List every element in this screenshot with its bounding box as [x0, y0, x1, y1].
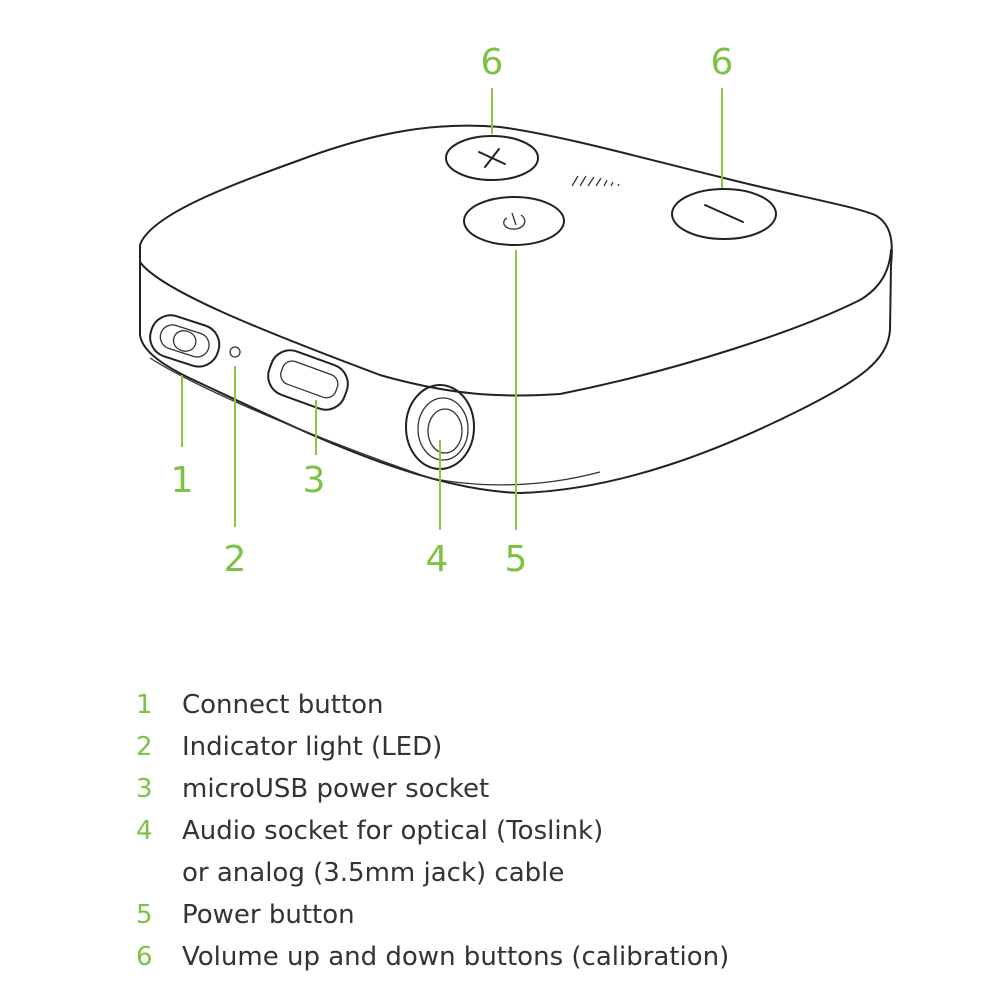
legend-item: 3 microUSB power socket: [136, 768, 729, 810]
power-button[interactable]: [463, 196, 565, 246]
legend-item: 2 Indicator light (LED): [136, 726, 729, 768]
callout-volume-down: 6: [711, 42, 734, 83]
legend-item: 5 Power button: [136, 894, 729, 936]
connect-button[interactable]: [145, 310, 225, 372]
legend-number: 5: [136, 900, 153, 930]
legend-number: 6: [136, 942, 153, 972]
legend-text: microUSB power socket: [182, 774, 490, 804]
leader-lines: [181, 88, 723, 530]
legend-number: 4: [136, 816, 153, 846]
callout-power: 5: [505, 539, 528, 580]
volume-up-button[interactable]: [445, 135, 539, 181]
microusb-socket: [267, 349, 349, 411]
microphone-grille-icon: [571, 175, 620, 187]
link-icon: [172, 330, 197, 352]
legend-text: Power button: [182, 900, 355, 930]
callout-volume-up: 6: [481, 42, 504, 83]
indicator-led: [229, 346, 241, 358]
legend: 1 Connect button 2 Indicator light (LED) 3…: [136, 684, 729, 978]
legend-number: 1: [136, 690, 153, 720]
legend-text: Audio socket for optical (Toslink): [182, 816, 604, 846]
callout-usb: 3: [303, 460, 326, 501]
callout-connect: 1: [171, 460, 194, 501]
power-icon: [503, 212, 526, 230]
legend-text: Connect button: [182, 690, 384, 720]
legend-text: Indicator light (LED): [182, 732, 443, 762]
legend-item: 1 Connect button: [136, 684, 729, 726]
device-body: [139, 124, 893, 494]
callout-led: 2: [224, 539, 247, 580]
plus-icon: [478, 148, 506, 168]
callout-audio: 4: [426, 539, 449, 580]
legend-item-continuation: or analog (3.5mm jack) cable: [136, 852, 729, 894]
legend-item: 4 Audio socket for optical (Toslink): [136, 810, 729, 852]
legend-number: 3: [136, 774, 153, 804]
legend-item: 6 Volume up and down buttons (calibration…: [136, 936, 729, 978]
volume-down-button[interactable]: [671, 188, 777, 240]
legend-number: 2: [136, 732, 153, 762]
legend-text: or analog (3.5mm jack) cable: [182, 858, 565, 888]
minus-icon: [704, 204, 744, 223]
legend-text: Volume up and down buttons (calibration): [182, 942, 730, 972]
